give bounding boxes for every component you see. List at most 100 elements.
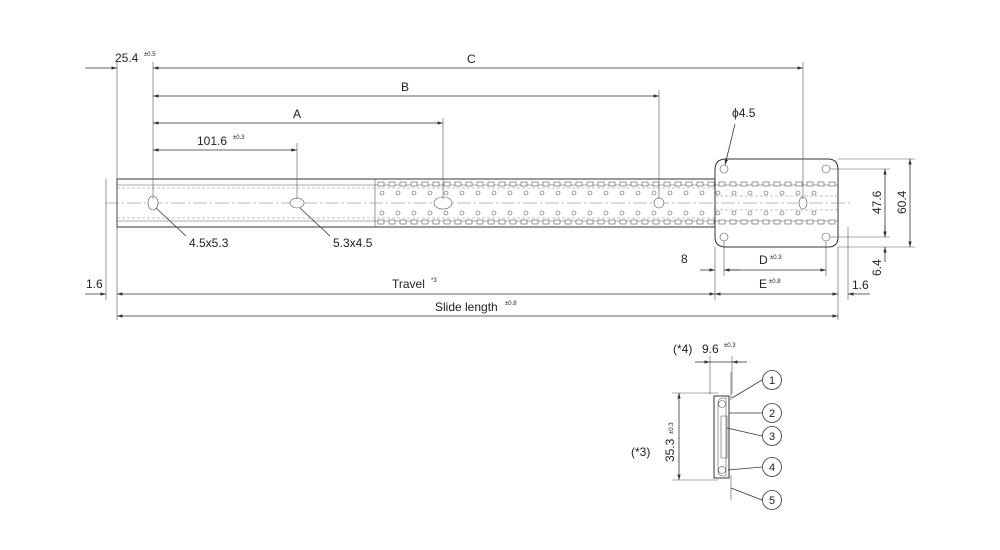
slot xyxy=(377,181,385,187)
slot-2-label: 5.3x4.5 xyxy=(333,236,373,250)
slot-row-middle xyxy=(379,190,817,216)
slot xyxy=(707,219,715,225)
bracket-hole-tl xyxy=(719,164,729,174)
travel-label: Travel xyxy=(392,277,425,291)
slot xyxy=(443,181,451,187)
marker-2 xyxy=(762,403,782,423)
rivet xyxy=(603,210,609,216)
slot xyxy=(399,219,407,225)
section-height-tol: ±0.3 xyxy=(669,422,675,434)
slot xyxy=(509,181,517,187)
slot xyxy=(531,181,539,187)
slot xyxy=(795,181,803,187)
slot xyxy=(586,219,594,225)
slot xyxy=(773,219,781,225)
slot xyxy=(432,219,440,225)
rivet xyxy=(491,190,497,196)
slot xyxy=(575,219,583,225)
marker-1-label: 1 xyxy=(769,375,775,387)
slot xyxy=(454,219,462,225)
rivet xyxy=(587,190,593,196)
rivet xyxy=(651,210,657,216)
c-label: C xyxy=(467,52,476,66)
slot xyxy=(630,181,638,187)
slot xyxy=(641,181,649,187)
marker-5 xyxy=(762,490,782,510)
rivet xyxy=(763,190,769,196)
slot xyxy=(740,219,748,225)
rivet xyxy=(539,210,545,216)
slot xyxy=(531,219,539,225)
rivet xyxy=(459,190,465,196)
height-6-label: 6.4 xyxy=(870,259,884,276)
rivet xyxy=(395,190,401,196)
marker-2-label: 2 xyxy=(769,408,775,420)
slot xyxy=(410,219,418,225)
rivet xyxy=(443,210,449,216)
dimension-lines xyxy=(85,66,912,318)
slot-row-top xyxy=(377,181,836,187)
slot xyxy=(553,219,561,225)
slot xyxy=(652,219,660,225)
slot xyxy=(729,219,737,225)
rivet xyxy=(475,190,481,196)
cross-section-view: 1 2 3 4 5 (*4) 9.6 ±0.3 (*3) 35.3 ±0.3 xyxy=(631,342,782,510)
slot xyxy=(784,219,792,225)
e-label: E xyxy=(759,277,767,291)
slot xyxy=(377,219,385,225)
slot xyxy=(509,219,517,225)
section-height-value: 35.3 xyxy=(663,438,677,462)
rivet xyxy=(603,190,609,196)
rivet xyxy=(571,210,577,216)
rivet xyxy=(491,210,497,216)
slot xyxy=(663,219,671,225)
slot xyxy=(806,181,814,187)
rivet xyxy=(523,190,529,196)
slot xyxy=(828,219,836,225)
slot xyxy=(762,181,770,187)
travel-note: *3 xyxy=(431,278,437,284)
dimension-labels: 25.4 ±0.5 C B A 101.6 ±0.3 ϕ4.5 4.5x5.3 … xyxy=(86,51,909,314)
slot xyxy=(762,219,770,225)
bracket-hole-tr xyxy=(821,164,831,174)
pitch-tol: ±0.3 xyxy=(233,135,245,141)
leader-3 xyxy=(726,427,763,437)
slot xyxy=(696,219,704,225)
rivet xyxy=(667,210,673,216)
front-offset-tol: ±0.5 xyxy=(144,52,156,58)
slot xyxy=(674,181,682,187)
rivet xyxy=(411,190,417,196)
slot xyxy=(784,181,792,187)
pitch-value: 101.6 xyxy=(197,134,227,148)
rivet xyxy=(555,210,561,216)
slide-length-tol: ±0.8 xyxy=(505,301,517,307)
rivet xyxy=(507,210,513,216)
leader-1 xyxy=(731,379,763,399)
rivet xyxy=(651,190,657,196)
hole-dia-label: ϕ4.5 xyxy=(732,106,756,120)
ball-bottom xyxy=(718,466,726,474)
slot xyxy=(399,181,407,187)
leader-slot-1 xyxy=(155,207,187,237)
rivet xyxy=(635,210,641,216)
front-offset-value: 25.4 xyxy=(115,51,139,65)
rivet xyxy=(699,210,705,216)
slot xyxy=(421,219,429,225)
rivet xyxy=(587,210,593,216)
rivet xyxy=(699,190,705,196)
rivet xyxy=(427,210,433,216)
rivet xyxy=(715,210,721,216)
slot xyxy=(487,181,495,187)
slot xyxy=(806,219,814,225)
rivet xyxy=(683,210,689,216)
rivet xyxy=(731,190,737,196)
slot xyxy=(619,181,627,187)
slot xyxy=(663,181,671,187)
slot xyxy=(586,181,594,187)
slot xyxy=(465,219,473,225)
marker-3-label: 3 xyxy=(769,431,775,443)
rivet xyxy=(379,210,385,216)
section-note-4: (*4) xyxy=(673,342,692,356)
leader-4 xyxy=(727,466,763,471)
slot xyxy=(795,219,803,225)
